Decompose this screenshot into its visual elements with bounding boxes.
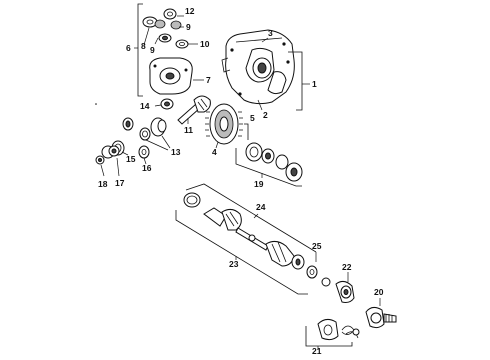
callout-19: 19 bbox=[254, 179, 264, 189]
axle-nut-washer bbox=[306, 265, 331, 287]
callout-3: 3 bbox=[268, 28, 273, 38]
collapsible-spacer-13 bbox=[139, 117, 167, 141]
bracket-1 bbox=[288, 51, 310, 111]
callout-2: 2 bbox=[263, 110, 268, 120]
bearing-snap-ring-set-21 bbox=[317, 318, 360, 341]
callout-18: 18 bbox=[98, 179, 108, 189]
axle-shaft bbox=[235, 227, 269, 251]
differential-case-7 bbox=[149, 57, 193, 95]
callout-14: 14 bbox=[140, 101, 150, 111]
callout-7: 7 bbox=[206, 75, 211, 85]
callout-24: 24 bbox=[256, 202, 266, 212]
pinion-washer-8 bbox=[142, 16, 158, 28]
output-shaft-20 bbox=[365, 306, 397, 329]
ring-gear-4 bbox=[205, 103, 243, 145]
callout-9a: 9 bbox=[186, 22, 191, 32]
outer-cv-boot bbox=[265, 240, 305, 270]
callout-16: 16 bbox=[142, 163, 152, 173]
companion-flange-17 bbox=[101, 145, 120, 159]
drive-pinion-11 bbox=[177, 95, 211, 125]
callout-12: 12 bbox=[185, 6, 195, 16]
bracket-24 bbox=[185, 183, 317, 253]
callout-11: 11 bbox=[184, 125, 193, 135]
callout-13: 13 bbox=[171, 147, 181, 157]
side-bearing-set-19 bbox=[245, 142, 303, 182]
thrust-washer-10 bbox=[175, 39, 189, 49]
shim-16 bbox=[138, 145, 150, 159]
callout-25: 25 bbox=[312, 241, 322, 251]
bracket-23 bbox=[175, 210, 308, 295]
callout-10: 10 bbox=[200, 39, 210, 49]
callout-5: 5 bbox=[250, 113, 255, 123]
callout-23: 23 bbox=[229, 259, 239, 269]
differential-carrier-housing bbox=[221, 29, 295, 105]
pinion-gear-12 bbox=[154, 19, 182, 30]
side-gear-washer-9 bbox=[163, 8, 177, 20]
bracket-6 bbox=[134, 3, 143, 97]
callout-6: 6 bbox=[126, 43, 131, 53]
callout-20: 20 bbox=[374, 287, 384, 297]
pinion-nut-14 bbox=[160, 98, 174, 110]
boot-clamp-ring bbox=[183, 192, 201, 208]
inner-cv-joint bbox=[203, 207, 242, 231]
axle-flange-22 bbox=[335, 280, 355, 303]
callout-9b: 9 bbox=[150, 45, 155, 55]
bracket-5 bbox=[244, 123, 249, 140]
callout-22: 22 bbox=[342, 262, 352, 272]
side-gear-9b bbox=[158, 33, 172, 43]
callout-21: 21 bbox=[312, 346, 322, 356]
bracket-21 bbox=[305, 326, 353, 350]
bracket-19 bbox=[235, 148, 302, 187]
callout-4: 4 bbox=[212, 147, 217, 157]
callout-1: 1 bbox=[312, 79, 317, 89]
callout-15: 15 bbox=[126, 154, 136, 164]
callout-8: 8 bbox=[141, 41, 146, 51]
pinion-nut-18 bbox=[95, 155, 105, 165]
callout-17: 17 bbox=[115, 178, 125, 188]
pinion-bearing-outer bbox=[122, 117, 134, 131]
